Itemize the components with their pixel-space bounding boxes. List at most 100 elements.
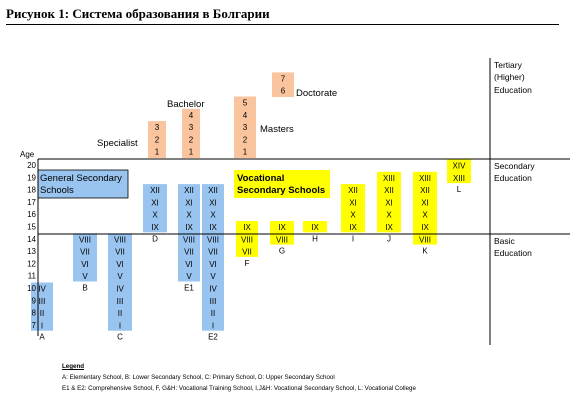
school-column-l bbox=[447, 159, 471, 184]
grade-cell: VI bbox=[185, 260, 193, 269]
tertiary-year-cell: 4 bbox=[243, 111, 248, 120]
grade-cell: IX bbox=[311, 223, 319, 232]
grade-cell: VI bbox=[81, 260, 89, 269]
grade-cell: II bbox=[211, 309, 215, 318]
age-tick-16: 16 bbox=[27, 210, 36, 219]
level-tertiary-line-1: Tertiary bbox=[494, 60, 523, 70]
grade-cell: XI bbox=[385, 198, 393, 207]
grade-cell: V bbox=[186, 272, 192, 281]
school-column-d bbox=[143, 184, 167, 233]
grade-cell: I bbox=[212, 321, 214, 330]
grade-cell: VIII bbox=[79, 235, 91, 244]
tertiary-year-cell: 1 bbox=[189, 148, 194, 157]
grade-cell: VI bbox=[209, 260, 217, 269]
tertiary-year-cell: 6 bbox=[281, 87, 286, 96]
grade-cell: VIII bbox=[276, 235, 288, 244]
grade-cell: X bbox=[350, 211, 356, 220]
grade-cell: II bbox=[40, 309, 44, 318]
grade-cell: III bbox=[210, 297, 217, 306]
grade-cell: VII bbox=[208, 248, 218, 257]
vocational-secondary-label: Vocational Secondary Schools bbox=[237, 173, 325, 196]
tertiary-doctorate-stack bbox=[272, 72, 294, 97]
age-tick-9: 9 bbox=[32, 296, 37, 305]
grade-cell: IX bbox=[278, 223, 286, 232]
grade-cell: XII bbox=[348, 186, 358, 195]
grade-cell: V bbox=[210, 272, 216, 281]
tertiary-year-cell: 4 bbox=[189, 111, 194, 120]
grade-cell: XII bbox=[420, 186, 430, 195]
grade-cell: XII bbox=[208, 186, 218, 195]
age-tick-11: 11 bbox=[28, 272, 37, 281]
grade-cell: X bbox=[422, 211, 428, 220]
school-column-e1 bbox=[178, 184, 200, 282]
grade-cell: IX bbox=[421, 223, 429, 232]
school-column-g bbox=[270, 221, 294, 245]
legend-line-1: A: Elementary School, B: Lower Secondary… bbox=[62, 374, 335, 381]
level-tertiary-line-2: (Higher) bbox=[494, 72, 525, 82]
vocational-secondary-line-2: Secondary Schools bbox=[237, 185, 325, 196]
grade-cell: XI bbox=[349, 198, 357, 207]
tertiary-year-cell: 2 bbox=[189, 135, 194, 144]
grade-cell: VIII bbox=[241, 235, 253, 244]
age-axis-label: Age bbox=[20, 150, 35, 159]
grade-cell: XII bbox=[150, 186, 160, 195]
grade-cell: VIII bbox=[183, 235, 195, 244]
grade-cell: XI bbox=[421, 198, 429, 207]
pathway-labels: General Secondary Schools Vocational Sec… bbox=[40, 88, 337, 196]
age-tick-14: 14 bbox=[27, 235, 36, 244]
age-tick-18: 18 bbox=[27, 186, 36, 195]
grade-cell: XIII bbox=[453, 174, 465, 183]
age-tick-17: 17 bbox=[27, 198, 36, 207]
level-secondary-line-1: Secondary bbox=[494, 161, 535, 171]
column-letter-j: J bbox=[387, 234, 391, 243]
grade-cell: IX bbox=[185, 223, 193, 232]
grade-boxes bbox=[31, 72, 471, 331]
grade-cell: VII bbox=[184, 248, 194, 257]
school-column-a bbox=[31, 282, 53, 331]
age-tick-15: 15 bbox=[27, 223, 36, 232]
grade-cell: XIII bbox=[383, 174, 395, 183]
column-letter-h: H bbox=[312, 234, 318, 243]
general-secondary-line-1: General Secondary bbox=[40, 173, 122, 184]
grade-cell: VII bbox=[115, 248, 125, 257]
tertiary-year-cell: 3 bbox=[189, 123, 194, 132]
grade-cell: VII bbox=[242, 248, 252, 257]
vocational-secondary-line-1: Vocational bbox=[237, 173, 284, 184]
grade-cell: X bbox=[386, 211, 392, 220]
grade-cell: I bbox=[119, 321, 121, 330]
column-letter-a: A bbox=[39, 333, 45, 342]
column-letter-g: G bbox=[279, 247, 285, 256]
grade-cell: VIII bbox=[114, 235, 126, 244]
column-letter-e1: E1 bbox=[184, 284, 194, 293]
legend-title: Legend bbox=[62, 363, 85, 370]
level-basic: Basic Education bbox=[494, 236, 532, 258]
tertiary-year-cell: 3 bbox=[155, 123, 160, 132]
grade-cell: IX bbox=[385, 223, 393, 232]
tertiary-bachelor-stack bbox=[182, 108, 200, 158]
column-letter-i: I bbox=[352, 234, 354, 243]
grade-cells: IVIIIIIIVIIIVIIVIVVIIIVIIVIVIVIIIIIIXIIX… bbox=[38, 74, 466, 330]
grade-cell: IV bbox=[209, 285, 217, 294]
school-column-i bbox=[341, 184, 365, 233]
level-tertiary: Tertiary (Higher) Education bbox=[494, 60, 532, 95]
tertiary-year-cell: 1 bbox=[155, 148, 160, 157]
grade-cell: IV bbox=[38, 285, 46, 294]
age-tick-20: 20 bbox=[27, 161, 36, 170]
doctorate-label: Doctorate bbox=[296, 88, 337, 99]
specialist-label: Specialist bbox=[97, 138, 138, 149]
grade-cell: IX bbox=[151, 223, 159, 232]
level-secondary: Secondary Education bbox=[494, 161, 537, 183]
tertiary-year-cell: 3 bbox=[243, 123, 248, 132]
tertiary-specialist-stack bbox=[148, 121, 166, 158]
general-secondary-line-2: Schools bbox=[40, 185, 74, 196]
school-column-e2 bbox=[202, 184, 224, 331]
grade-cell: V bbox=[117, 272, 123, 281]
grade-cell: XI bbox=[209, 198, 217, 207]
masters-label: Masters bbox=[260, 124, 294, 135]
grade-cell: VIII bbox=[419, 235, 431, 244]
grade-cell: XI bbox=[185, 198, 193, 207]
level-tertiary-line-3: Education bbox=[494, 85, 532, 95]
level-basic-line-1: Basic bbox=[494, 236, 516, 246]
